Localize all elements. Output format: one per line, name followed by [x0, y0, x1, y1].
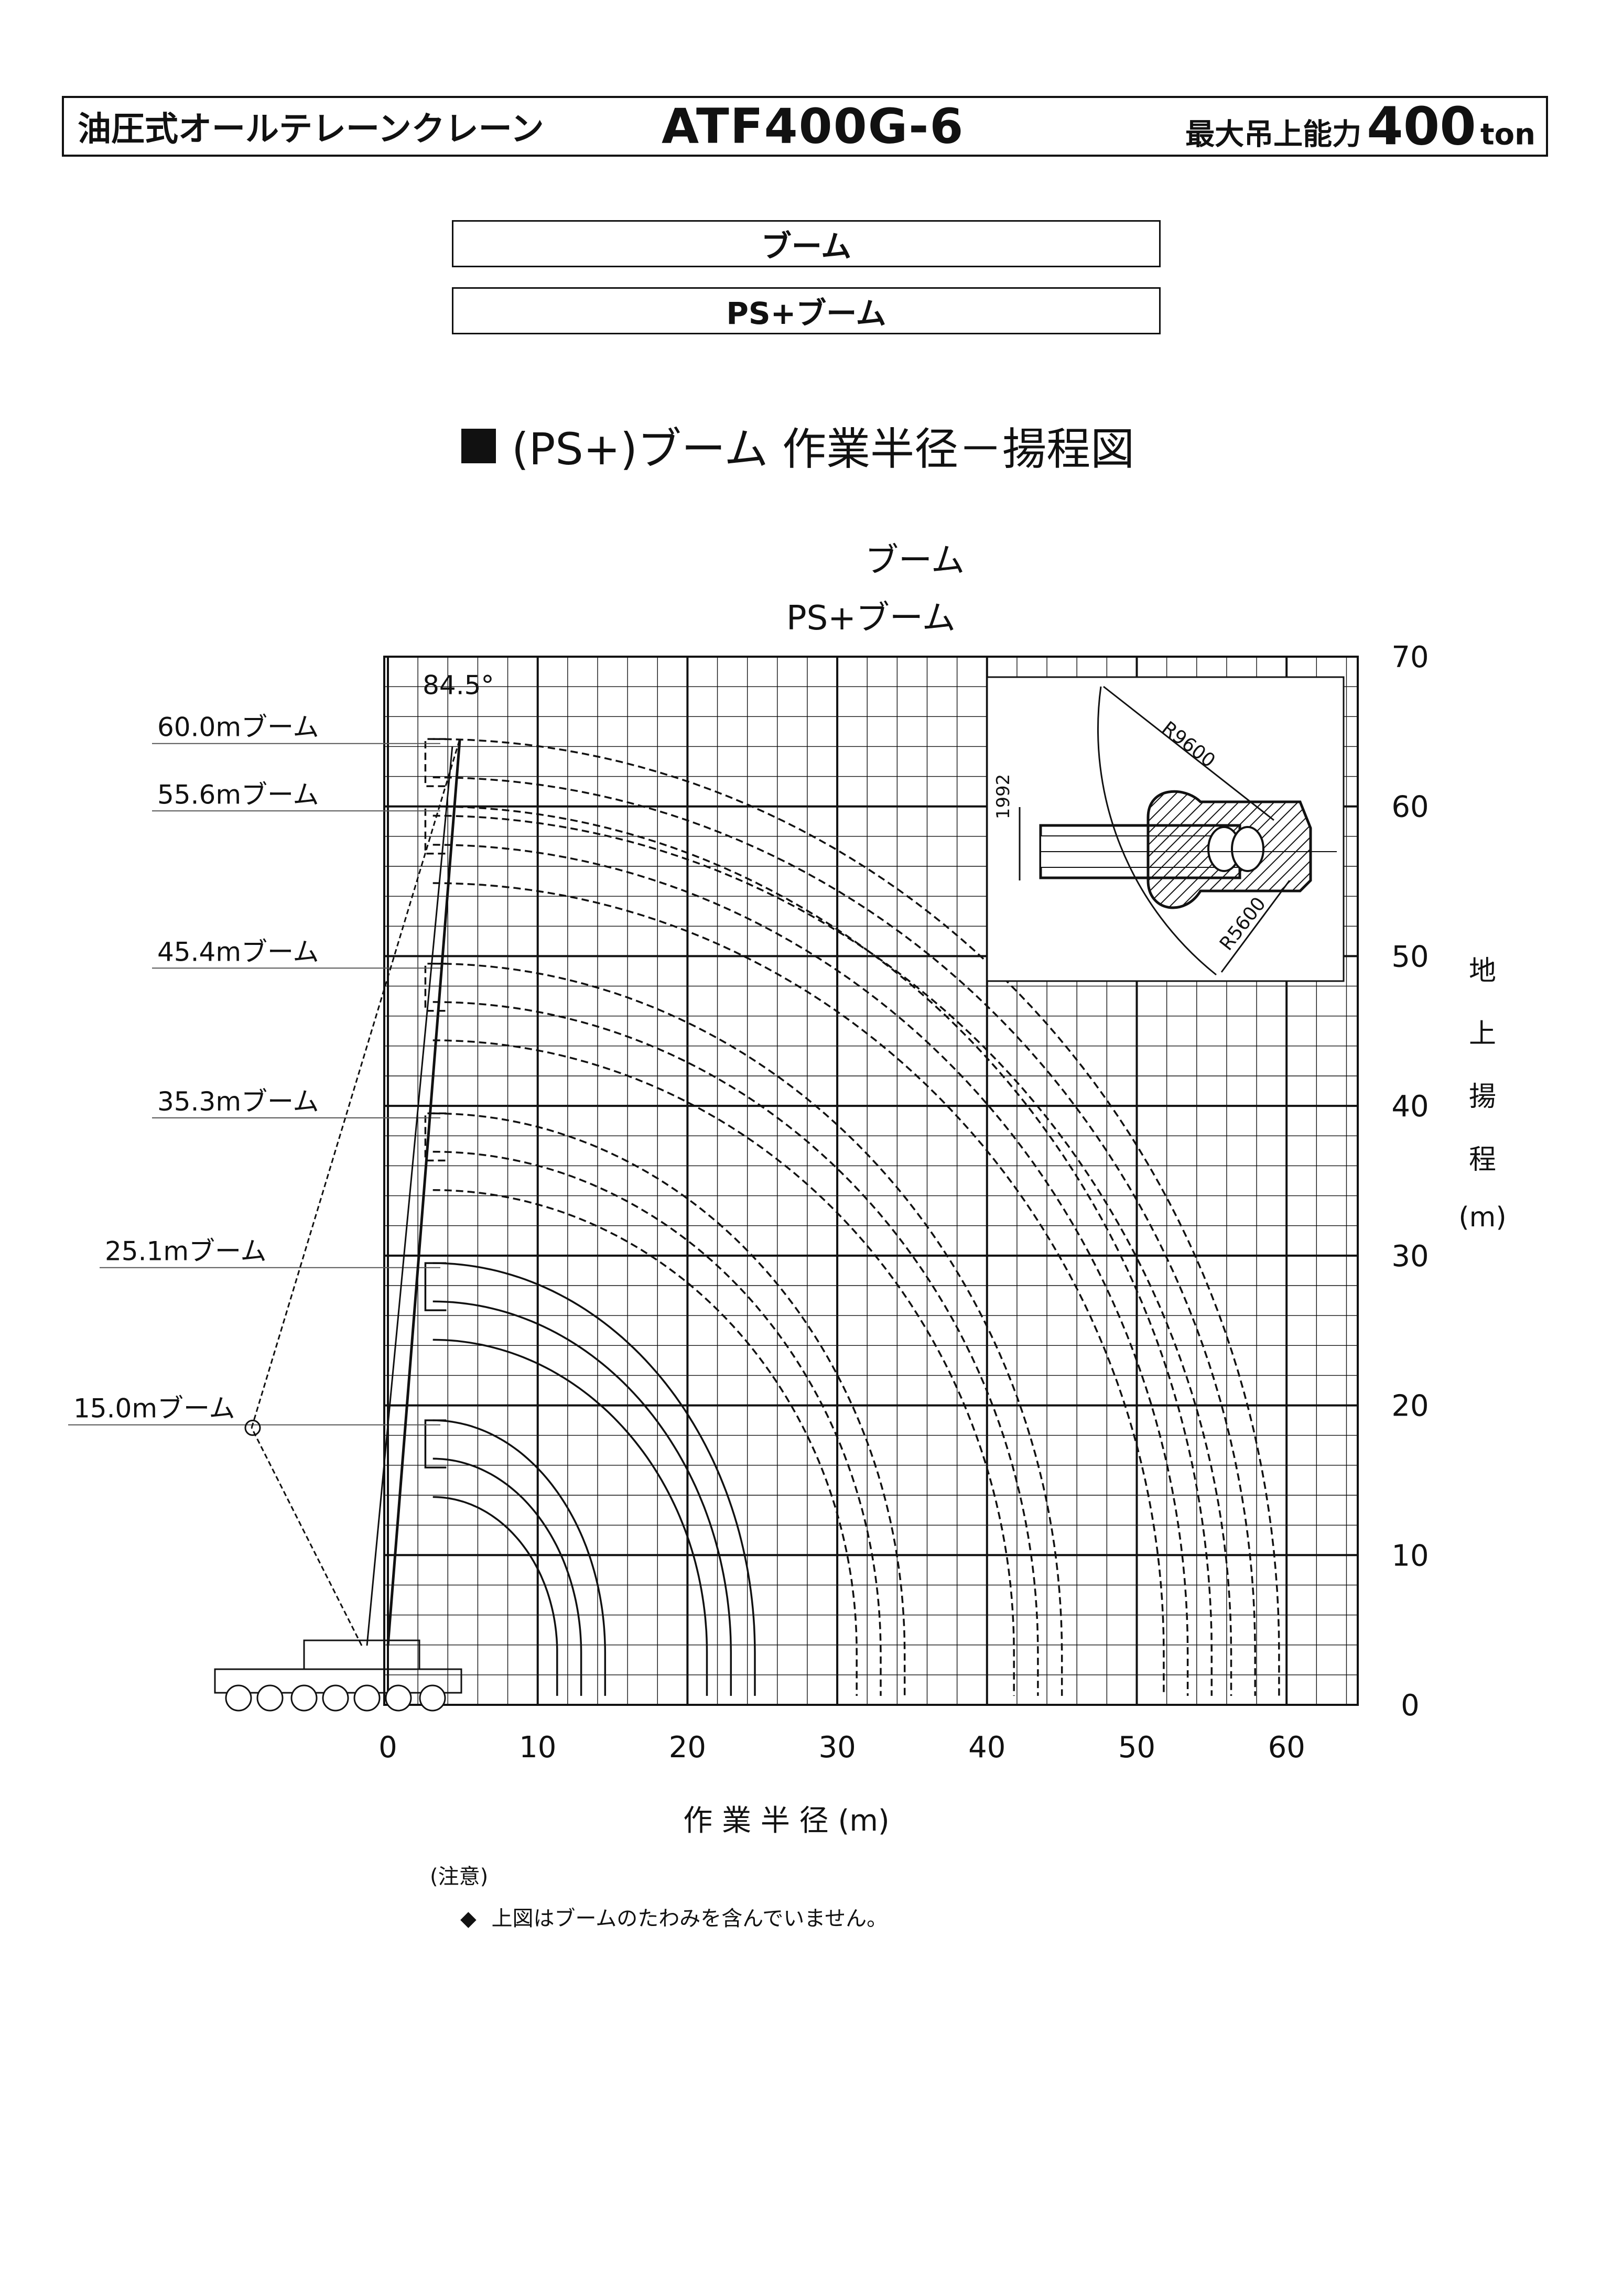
y-tick-label: 10: [1391, 1539, 1429, 1573]
x-tick-label: 40: [968, 1731, 1005, 1765]
x-tick-label: 60: [1268, 1731, 1305, 1765]
capacity-unit: ton: [1480, 117, 1535, 152]
y-tick-label: 20: [1391, 1389, 1429, 1423]
model-name: ATF400G-6: [662, 98, 965, 155]
r9600-line: [1103, 685, 1274, 821]
wheel-icon: [225, 1684, 252, 1712]
envelope-55.6: [432, 844, 1189, 1696]
wheel-icon: [256, 1684, 284, 1712]
envelope-35.3: [432, 1150, 882, 1696]
angle-label: 84.5°: [423, 670, 494, 700]
y-tick-label: 30: [1391, 1239, 1429, 1274]
boom-label: 45.4mブーム: [157, 937, 319, 967]
envelope-45.4: [432, 1001, 1039, 1696]
y-axis-label-char: (m): [1458, 1202, 1506, 1233]
boom-label: 35.3mブーム: [157, 1086, 319, 1117]
boom-box: ブーム: [452, 220, 1161, 267]
capacity-value: 400: [1367, 95, 1476, 157]
boom-label: 15.0mブーム: [73, 1394, 235, 1424]
plot-frame: [383, 656, 1359, 1706]
dim-1992-label: 1992: [993, 774, 1014, 820]
envelope-15: [432, 1419, 607, 1696]
y-tick-label: 60: [1391, 790, 1429, 824]
guy-line: [251, 738, 461, 1428]
machine-type: 油圧式オールテレーンクレーン: [78, 110, 544, 149]
guy-line: [251, 1427, 363, 1646]
x-tick-label: 0: [378, 1731, 397, 1765]
envelope-35.3: [432, 1112, 906, 1696]
wheel-icon: [290, 1684, 318, 1712]
x-tick-label: 50: [1118, 1731, 1155, 1765]
subtitle-text: (PS+)ブーム 作業半径－揚程図: [512, 423, 1135, 475]
envelope-45.4: [432, 962, 1063, 1696]
tip-bracket-15: [424, 1419, 447, 1468]
envelope-55.6: [432, 882, 1165, 1696]
tip-bracket-60: [424, 738, 447, 787]
sheave-icon: [1231, 826, 1264, 872]
arc-r9600: [1097, 686, 1217, 976]
envelope-15: [432, 1457, 582, 1696]
y-axis-label-char: 程: [1469, 1144, 1496, 1176]
envelope-15: [432, 1496, 558, 1696]
x-tick-label: 10: [519, 1731, 556, 1765]
envelope-25.1: [432, 1262, 756, 1696]
tip-bracket-25.1: [424, 1262, 447, 1311]
envelope-35.3: [432, 1189, 858, 1696]
superlift-icon: [244, 1419, 261, 1436]
y-tick-label: 70: [1391, 640, 1429, 674]
x-tick-label: 20: [669, 1731, 706, 1765]
ps-boom-box: PS+ブーム: [452, 287, 1161, 334]
y-tick-label: 40: [1391, 1090, 1429, 1124]
y-tick-label: 0: [1401, 1689, 1420, 1723]
note-line: ◆ 上図はブームのたわみを含んでいません。: [460, 1901, 888, 1932]
chart-series: 60.0mブーム 55.6mブーム 45.4mブーム 35.3mブーム 25.1mブーム…: [68, 712, 1280, 1696]
wheel-icon: [385, 1684, 412, 1712]
envelope-45.4: [432, 1039, 1015, 1696]
wheel-icon: [419, 1684, 446, 1712]
envelope-25.1: [432, 1300, 732, 1696]
y-axis-label-char: 揚: [1469, 1081, 1496, 1113]
r5600-line: [1220, 880, 1291, 973]
superstructure: [303, 1639, 420, 1670]
capacity-label: 最大吊上能力: [1185, 117, 1362, 152]
chart-axes: 0 10 20 30 40 50 60 0 10 20 30 40 50 60 70 作 業 半 径 (m) 地…: [378, 640, 1506, 1838]
x-axis-label: 作 業 半 径 (m): [683, 1804, 889, 1838]
black-square-icon: [461, 428, 496, 463]
note-text: 上図はブームのたわみを含んでいません。: [491, 1907, 888, 1931]
legend-boom: ブーム: [865, 541, 965, 580]
diamond-icon: ◆: [460, 1907, 477, 1931]
legend-ps-boom: PS+ブーム: [786, 599, 956, 638]
envelope-60: [432, 814, 1232, 1696]
wheel-icon: [353, 1684, 381, 1712]
crane-drawing: 84.5°: [214, 670, 494, 1712]
boom-line: [386, 738, 461, 1646]
y-tick-label: 50: [1391, 940, 1429, 974]
x-tick-label: 30: [818, 1731, 856, 1765]
wheel-icon: [322, 1684, 349, 1712]
envelope-25.1: [432, 1339, 708, 1696]
envelope-60: [432, 738, 1280, 1696]
y-axis-label-char: 地: [1469, 955, 1496, 987]
boom-label: 25.1mブーム: [105, 1236, 267, 1267]
envelope-60: [432, 776, 1256, 1696]
boom-label: 60.0mブーム: [157, 712, 319, 743]
boom-label: 55.6mブーム: [157, 779, 319, 810]
chart-subtitle: (PS+)ブーム 作業半径－揚程図: [461, 414, 1134, 477]
boom-line-inner: [366, 746, 453, 1646]
y-axis-label-char: 上: [1469, 1018, 1496, 1050]
note-heading: (注意): [430, 1865, 489, 1889]
